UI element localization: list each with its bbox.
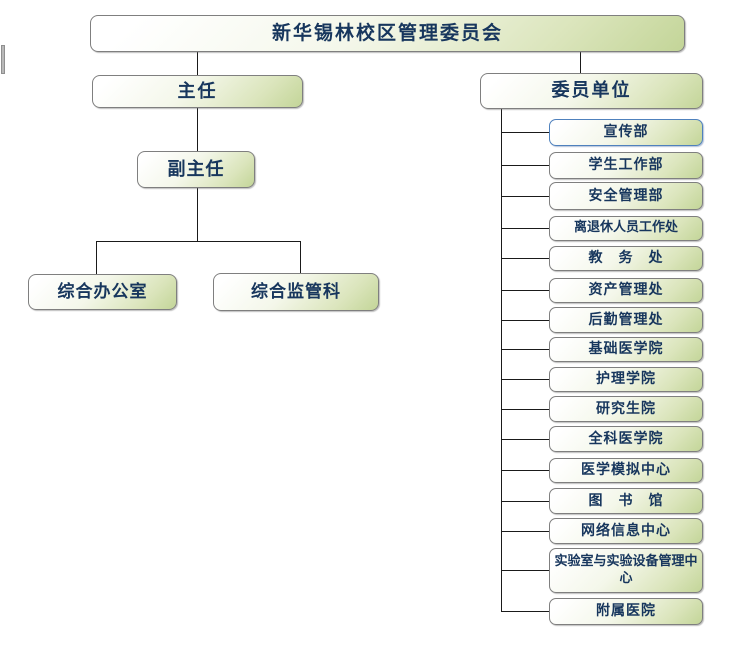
member-unit-node[interactable]: 实验室与实验设备管理中心 bbox=[549, 548, 703, 593]
connector-line bbox=[501, 258, 549, 259]
member-unit-node[interactable]: 离退休人员工作处 bbox=[549, 216, 703, 241]
connector-line bbox=[501, 320, 549, 321]
connector-line bbox=[501, 439, 549, 440]
connector-trunk-line bbox=[501, 109, 502, 612]
connector-line bbox=[501, 409, 549, 410]
connector-line bbox=[501, 470, 549, 471]
connector-line bbox=[300, 241, 301, 273]
connector-line bbox=[501, 196, 549, 197]
member-unit-node[interactable]: 资产管理处 bbox=[549, 278, 703, 303]
connector-line bbox=[501, 611, 549, 612]
connector-line bbox=[501, 501, 549, 502]
connector-line bbox=[501, 349, 549, 350]
connector-line bbox=[197, 108, 198, 151]
connector-line bbox=[96, 241, 97, 275]
member-unit-node[interactable]: 附属医院 bbox=[549, 598, 703, 625]
committee-units-node[interactable]: 委员单位 bbox=[480, 73, 703, 109]
connector-line bbox=[501, 290, 549, 291]
connector-line bbox=[96, 241, 301, 242]
director-node[interactable]: 主任 bbox=[92, 75, 303, 108]
member-unit-node[interactable]: 研究生院 bbox=[549, 396, 703, 422]
member-unit-node[interactable]: 护理学院 bbox=[549, 367, 703, 392]
general-office-node[interactable]: 综合办公室 bbox=[28, 274, 177, 310]
supervision-section-node[interactable]: 综合监管科 bbox=[213, 273, 379, 311]
connector-line bbox=[501, 228, 549, 229]
left-edge-artifact bbox=[1, 45, 5, 74]
member-unit-node[interactable]: 后勤管理处 bbox=[549, 307, 703, 333]
member-unit-node[interactable]: 宣传部 bbox=[549, 119, 703, 146]
member-unit-node[interactable]: 网络信息中心 bbox=[549, 518, 703, 544]
member-unit-node[interactable]: 安全管理部 bbox=[549, 182, 703, 210]
connector-line bbox=[501, 570, 549, 571]
connector-line bbox=[197, 52, 198, 75]
deputy-director-node[interactable]: 副主任 bbox=[137, 151, 255, 188]
member-unit-node[interactable]: 学生工作部 bbox=[549, 152, 703, 179]
member-unit-node[interactable]: 医学模拟中心 bbox=[549, 458, 703, 483]
member-unit-node[interactable]: 图 书 馆 bbox=[549, 488, 703, 514]
connector-line bbox=[197, 188, 198, 241]
connector-line bbox=[501, 165, 549, 166]
member-unit-node[interactable]: 教 务 处 bbox=[549, 246, 703, 271]
root-node[interactable]: 新华锡林校区管理委员会 bbox=[90, 15, 685, 52]
connector-line bbox=[580, 52, 581, 73]
member-unit-node[interactable]: 基础医学院 bbox=[549, 337, 703, 362]
connector-line bbox=[501, 132, 549, 133]
member-unit-node[interactable]: 全科医学院 bbox=[549, 426, 703, 452]
connector-line bbox=[501, 531, 549, 532]
connector-line bbox=[501, 379, 549, 380]
